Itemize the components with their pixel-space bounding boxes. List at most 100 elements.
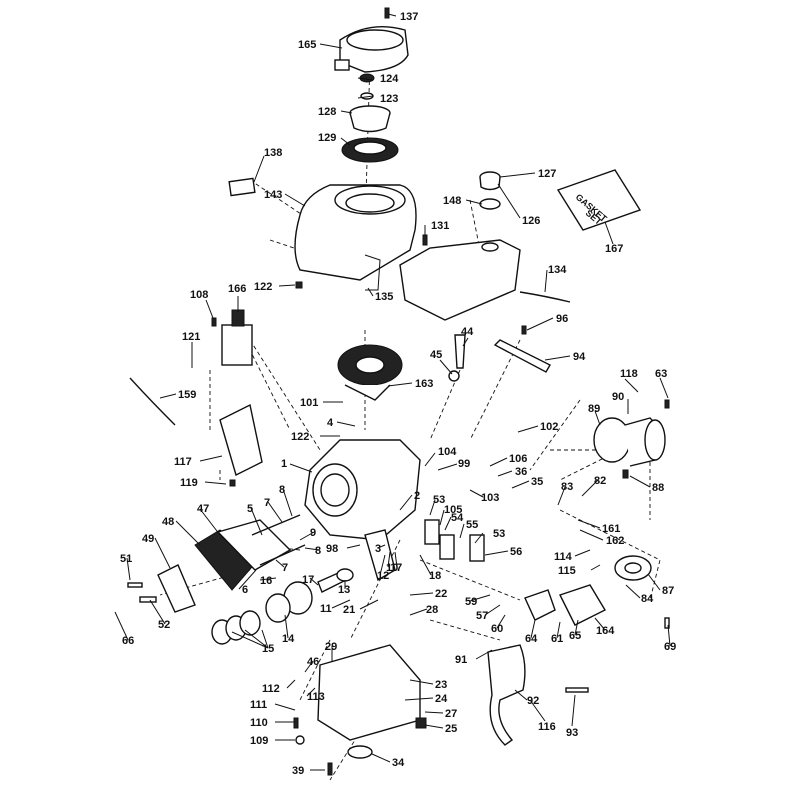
callout-29: 29 (325, 641, 337, 653)
callout-54: 54 (451, 512, 464, 524)
starter-pulley (349, 105, 391, 133)
decal (228, 177, 256, 197)
callout-1: 1 (281, 458, 287, 470)
callout-66: 66 (122, 635, 134, 647)
callout-34: 34 (392, 757, 405, 769)
callout-106: 106 (509, 453, 527, 465)
callout-126: 126 (522, 215, 540, 227)
flywheel (337, 344, 403, 401)
callout-12: 12 (377, 570, 389, 582)
crankshaft (364, 529, 396, 582)
callout-88: 88 (652, 482, 664, 494)
callout-11: 11 (320, 603, 332, 615)
callout-162: 162 (606, 535, 624, 547)
callout-47: 47 (197, 503, 209, 515)
callout-159: 159 (178, 389, 196, 401)
callout-128: 128 (318, 106, 336, 118)
callout-18: 18 (429, 570, 441, 582)
callout-123: 123 (380, 93, 398, 105)
callout-56: 56 (510, 546, 522, 558)
callout-115: 115 (558, 565, 576, 577)
callout-103: 103 (481, 492, 499, 504)
callout-4: 4 (327, 417, 334, 429)
callout-98: 98 (326, 543, 338, 555)
callout-6: 6 (242, 584, 248, 596)
callout-90: 90 (612, 391, 624, 403)
gasket-set-box: GASKET SET (556, 169, 642, 231)
callout-64: 64 (525, 633, 538, 645)
crankcase-cover (317, 644, 421, 741)
callout-17-top: 17 (390, 562, 402, 574)
callout-108: 108 (190, 289, 208, 301)
callout-87: 87 (662, 585, 674, 597)
callout-99: 99 (458, 458, 470, 470)
cylinder-head (194, 519, 292, 591)
small-fasteners (127, 7, 670, 776)
callout-165: 165 (298, 39, 316, 51)
callout-122-top: 122 (254, 281, 272, 293)
callout-135: 135 (375, 291, 393, 303)
callout-36: 36 (515, 466, 527, 478)
callout-111: 111 (250, 699, 267, 711)
head-plate (157, 564, 196, 613)
callout-9: 9 (310, 527, 316, 539)
callout-109: 109 (250, 735, 268, 747)
leader-lines (114, 13, 671, 771)
callout-117: 117 (174, 456, 192, 468)
callout-137: 137 (400, 11, 418, 23)
governor-link (364, 254, 381, 291)
callout-8-top: 8 (279, 484, 285, 496)
callout-61: 61 (551, 633, 563, 645)
callout-69: 69 (664, 641, 676, 653)
callout-127: 127 (538, 168, 556, 180)
callout-124: 124 (380, 73, 399, 85)
callout-112: 112 (262, 683, 280, 695)
callout-94: 94 (573, 351, 586, 363)
callout-57: 57 (476, 610, 488, 622)
callout-84: 84 (641, 593, 654, 605)
callout-44: 44 (461, 326, 474, 338)
callout-53-bottom: 53 (493, 528, 505, 540)
callout-131: 131 (431, 220, 449, 232)
callout-92: 92 (527, 695, 539, 707)
callout-15: 15 (262, 643, 274, 655)
carburetor (559, 584, 606, 626)
callout-161: 161 (602, 523, 620, 535)
air-filter-element (614, 555, 652, 581)
callout-164: 164 (596, 625, 615, 637)
callout-82: 82 (594, 475, 606, 487)
callout-5: 5 (247, 503, 253, 515)
callout-22: 22 (435, 588, 447, 600)
callout-2: 2 (414, 490, 420, 502)
valves (251, 514, 306, 566)
callout-113: 113 (307, 691, 325, 703)
callout-163: 163 (415, 378, 433, 390)
callout-24: 24 (435, 693, 448, 705)
callout-118: 118 (620, 368, 638, 380)
breaker-bracket (219, 403, 263, 477)
callout-48: 48 (162, 516, 174, 528)
callout-46: 46 (307, 656, 319, 668)
callout-122-mid: 122 (291, 431, 309, 443)
callout-167: 167 (605, 243, 623, 255)
callout-129: 129 (318, 132, 336, 144)
callout-25: 25 (445, 723, 457, 735)
callout-119: 119 (180, 477, 198, 489)
callout-3: 3 (375, 543, 381, 555)
callout-116: 116 (538, 721, 556, 733)
callout-8-bottom: 8 (315, 545, 321, 557)
callout-45: 45 (430, 349, 442, 361)
callout-143: 143 (264, 189, 282, 201)
callout-110: 110 (250, 717, 268, 729)
callout-148: 148 (443, 195, 461, 207)
reed-plates (424, 519, 485, 562)
callout-138: 138 (264, 147, 282, 159)
callout-51: 51 (120, 553, 132, 565)
callout-10: 10 (386, 562, 398, 574)
rewind-starter-cup (334, 25, 409, 73)
callout-7-bottom: 7 (282, 562, 288, 574)
choke-knob (448, 334, 466, 382)
callout-55: 55 (466, 519, 478, 531)
callout-105: 105 (444, 504, 462, 516)
